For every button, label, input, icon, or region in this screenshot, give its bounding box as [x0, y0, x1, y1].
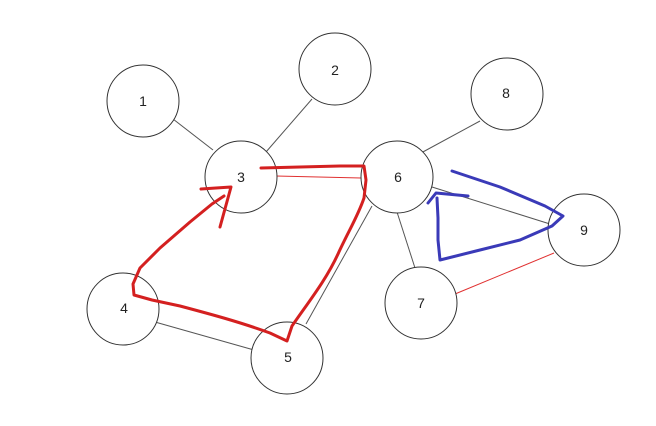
- blue-annotation: [426, 169, 565, 262]
- node-8-label: 8: [502, 85, 510, 101]
- red-arrow-head: [199, 185, 233, 229]
- node-3-label: 3: [237, 169, 245, 185]
- edge-3-6: [275, 175, 362, 179]
- node-6-label: 6: [394, 169, 402, 185]
- node-4-circle: [86, 272, 160, 346]
- red-annotation: [131, 164, 368, 343]
- edge-5-6: [305, 205, 373, 325]
- node-8-circle: [470, 57, 544, 131]
- node-4-label: 4: [120, 300, 128, 316]
- node-5[interactable]: 5: [250, 321, 324, 395]
- blue-arrow-head: [426, 191, 470, 205]
- node-5-label: 5: [284, 349, 292, 365]
- node-2-circle: [298, 32, 372, 106]
- red-loop-stroke: [131, 164, 368, 343]
- node-5-circle: [250, 321, 324, 395]
- node-7[interactable]: 7: [384, 266, 458, 340]
- edge-7-9: [454, 252, 555, 295]
- nodes: 1 2 3 4 5 6 7: [86, 32, 621, 395]
- node-9-label: 9: [580, 222, 588, 238]
- node-1[interactable]: 1: [106, 64, 180, 138]
- edge-2-3: [265, 98, 313, 153]
- node-8[interactable]: 8: [470, 57, 544, 131]
- edges: [154, 98, 555, 351]
- edge-6-7: [396, 211, 416, 269]
- node-6-circle: [360, 140, 434, 214]
- edge-4-5: [154, 321, 255, 351]
- node-1-circle: [106, 64, 180, 138]
- node-9-circle: [547, 193, 621, 267]
- node-7-circle: [384, 266, 458, 340]
- node-9[interactable]: 9: [547, 193, 621, 267]
- edge-6-9: [431, 186, 551, 225]
- blue-loop-stroke: [435, 169, 565, 262]
- edge-1-3: [172, 118, 214, 151]
- node-1-label: 1: [139, 93, 147, 109]
- node-4[interactable]: 4: [86, 272, 160, 346]
- node-2-label: 2: [331, 62, 339, 78]
- node-2[interactable]: 2: [298, 32, 372, 106]
- node-6[interactable]: 6: [360, 140, 434, 214]
- edge-6-8: [420, 120, 481, 154]
- node-7-label: 7: [417, 295, 425, 311]
